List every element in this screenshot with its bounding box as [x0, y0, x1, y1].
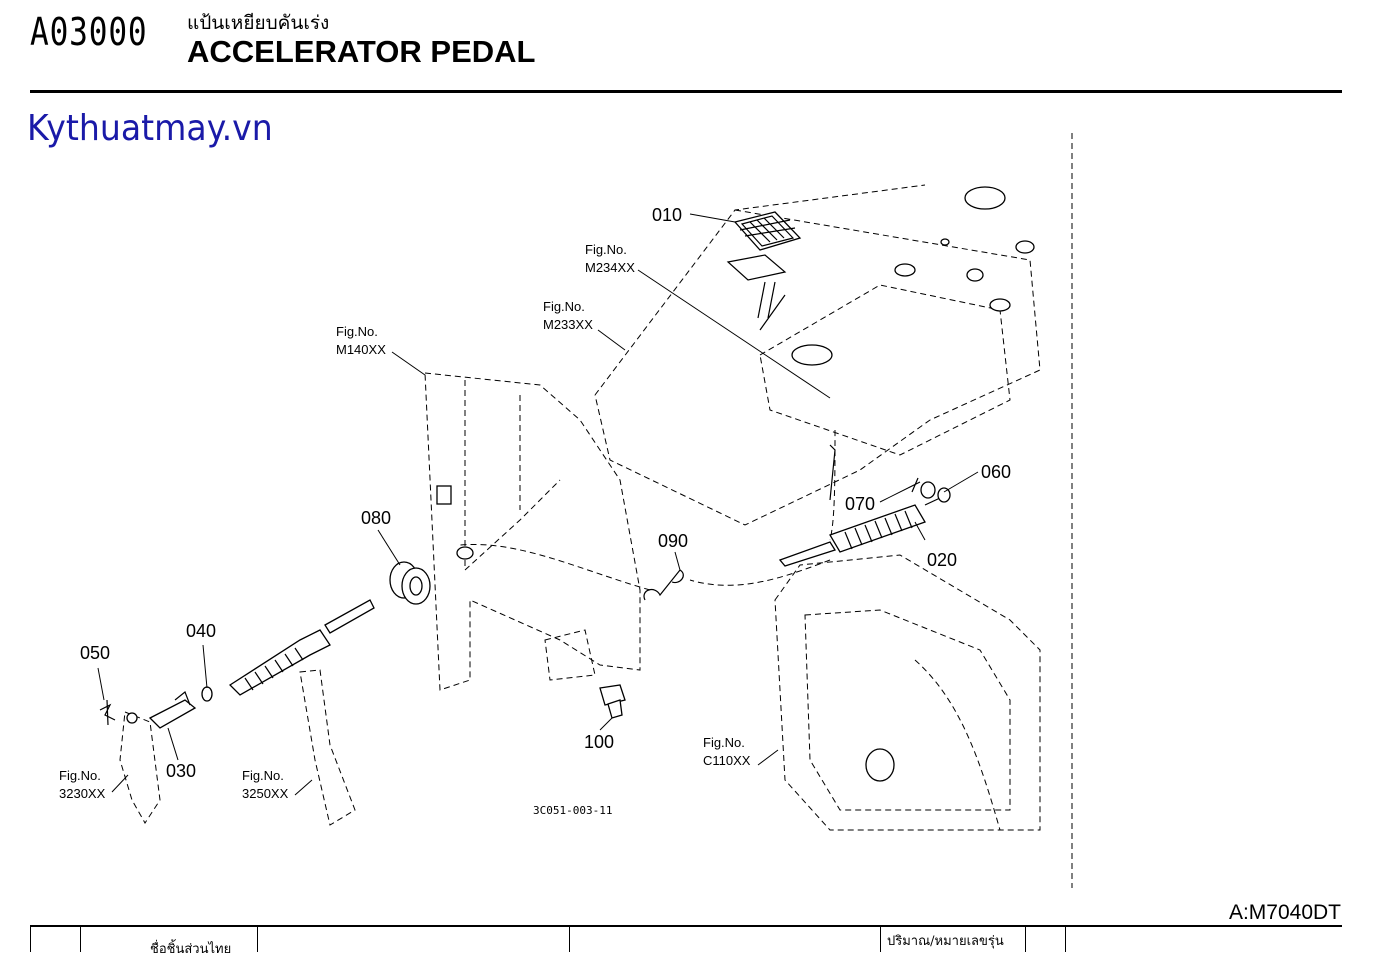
panel-grommet [436, 485, 452, 505]
table-column-divider [1065, 927, 1066, 952]
page-code: A03000 [30, 10, 148, 54]
fig-ref-code: 3230XX [59, 786, 106, 801]
link-tab [174, 691, 191, 706]
boss-2 [894, 263, 916, 277]
clevis-end [937, 487, 951, 503]
callout-030: 030 [166, 761, 196, 781]
model-label: A:M7040DT [1228, 901, 1341, 924]
floor-plate [594, 184, 1041, 526]
dash-panel [424, 372, 641, 691]
table-column-divider [1025, 927, 1026, 952]
callout-020: 020 [927, 550, 957, 570]
bracket-hole [126, 712, 138, 724]
fig-ref-label: Fig.No. [703, 735, 745, 750]
table-header-name: ชื่อชิ้นส่วนไทย [150, 942, 232, 957]
leader-010 [689, 213, 736, 223]
lock-nut [920, 481, 936, 499]
table-column-divider [880, 927, 881, 952]
panel-hole [456, 546, 474, 560]
callout-040: 040 [186, 621, 216, 641]
watermark: Kythuatmay.vn [27, 108, 273, 149]
table-top-border [30, 925, 1342, 927]
bolt-shank [607, 699, 623, 719]
page-title-thai: แป้นเหยียบคันเร่ง [187, 12, 330, 34]
boss-5 [1015, 240, 1035, 254]
transmission-face [804, 609, 1011, 811]
cable-route [459, 429, 836, 591]
callout-090: 090 [658, 531, 688, 551]
leader-030 [167, 727, 179, 761]
leader-fig-m234 [637, 269, 831, 399]
leader-fig-3250 [294, 779, 313, 796]
callout-100: 100 [584, 732, 614, 752]
lower-boot-ribs [244, 647, 304, 691]
boss-3 [966, 268, 984, 282]
cable-boot-ribs [844, 510, 913, 550]
callout-080: 080 [361, 508, 391, 528]
floor-hole [791, 344, 833, 366]
fig-ref-code: 3250XX [242, 786, 289, 801]
callout-060: 060 [981, 462, 1011, 482]
table-column-divider [80, 927, 81, 952]
lower-cable-boot [228, 629, 331, 696]
transmission-case [774, 554, 1041, 831]
leader-080 [377, 529, 401, 566]
bracket-3230 [119, 711, 161, 824]
leader-fig-c110 [757, 749, 779, 766]
leader-060 [943, 471, 979, 493]
cable-clip [643, 569, 684, 601]
floor-box [759, 284, 1011, 456]
drawing-number: 3C051-003-11 [533, 804, 612, 817]
boss-1 [964, 186, 1006, 210]
case-rib [914, 659, 1001, 831]
cable-inner-rod [778, 541, 836, 567]
callout-070: 070 [845, 494, 875, 514]
cable-end [924, 497, 941, 506]
callout-050: 050 [80, 643, 110, 663]
leader-040 [202, 644, 208, 689]
dash-panel-detail [464, 380, 596, 681]
leader-100 [599, 717, 613, 731]
pedal-arm [757, 281, 786, 331]
pedal-tread [739, 215, 796, 247]
leader-fig-3230 [111, 774, 129, 793]
fig-ref-code: M140XX [336, 342, 386, 357]
fig-ref-code: C110XX [703, 753, 751, 768]
table-column-divider [569, 927, 570, 952]
leader-fig-m140 [391, 351, 426, 376]
fig-ref-label: Fig.No. [585, 242, 627, 257]
fig-ref-label: Fig.No. [336, 324, 378, 339]
case-port [865, 748, 895, 782]
leader-050 [97, 667, 105, 701]
leader-020 [914, 521, 926, 541]
leader-090 [674, 551, 681, 571]
lever-3250 [299, 669, 356, 826]
boss-6 [940, 238, 950, 246]
clip-pin [907, 477, 921, 493]
boss-4 [989, 298, 1011, 312]
table-column-divider [30, 927, 31, 952]
table-header-quantity: ปริมาณ/หมายเลขรุ่น [887, 934, 1004, 949]
cable-arrow [829, 444, 836, 501]
lower-cable-rod [324, 599, 375, 634]
leader-070 [879, 487, 909, 503]
table-column-divider [257, 927, 258, 952]
fig-ref-label: Fig.No. [242, 768, 284, 783]
leader-fig-m233 [597, 329, 626, 351]
fig-ref-code: M233XX [543, 317, 593, 332]
fig-ref-code: M234XX [585, 260, 635, 275]
pedal-plate [726, 254, 787, 281]
fig-ref-label: Fig.No. [543, 299, 585, 314]
fig-ref-label: Fig.No. [59, 768, 101, 783]
spring-clip [99, 699, 116, 726]
cable-grommet-hole [409, 576, 423, 596]
page-title: ACCELERATOR PEDAL [187, 34, 536, 69]
nut [201, 686, 213, 702]
header-divider [30, 90, 1342, 93]
link-arm [148, 699, 197, 729]
callout-010: 010 [652, 205, 682, 225]
